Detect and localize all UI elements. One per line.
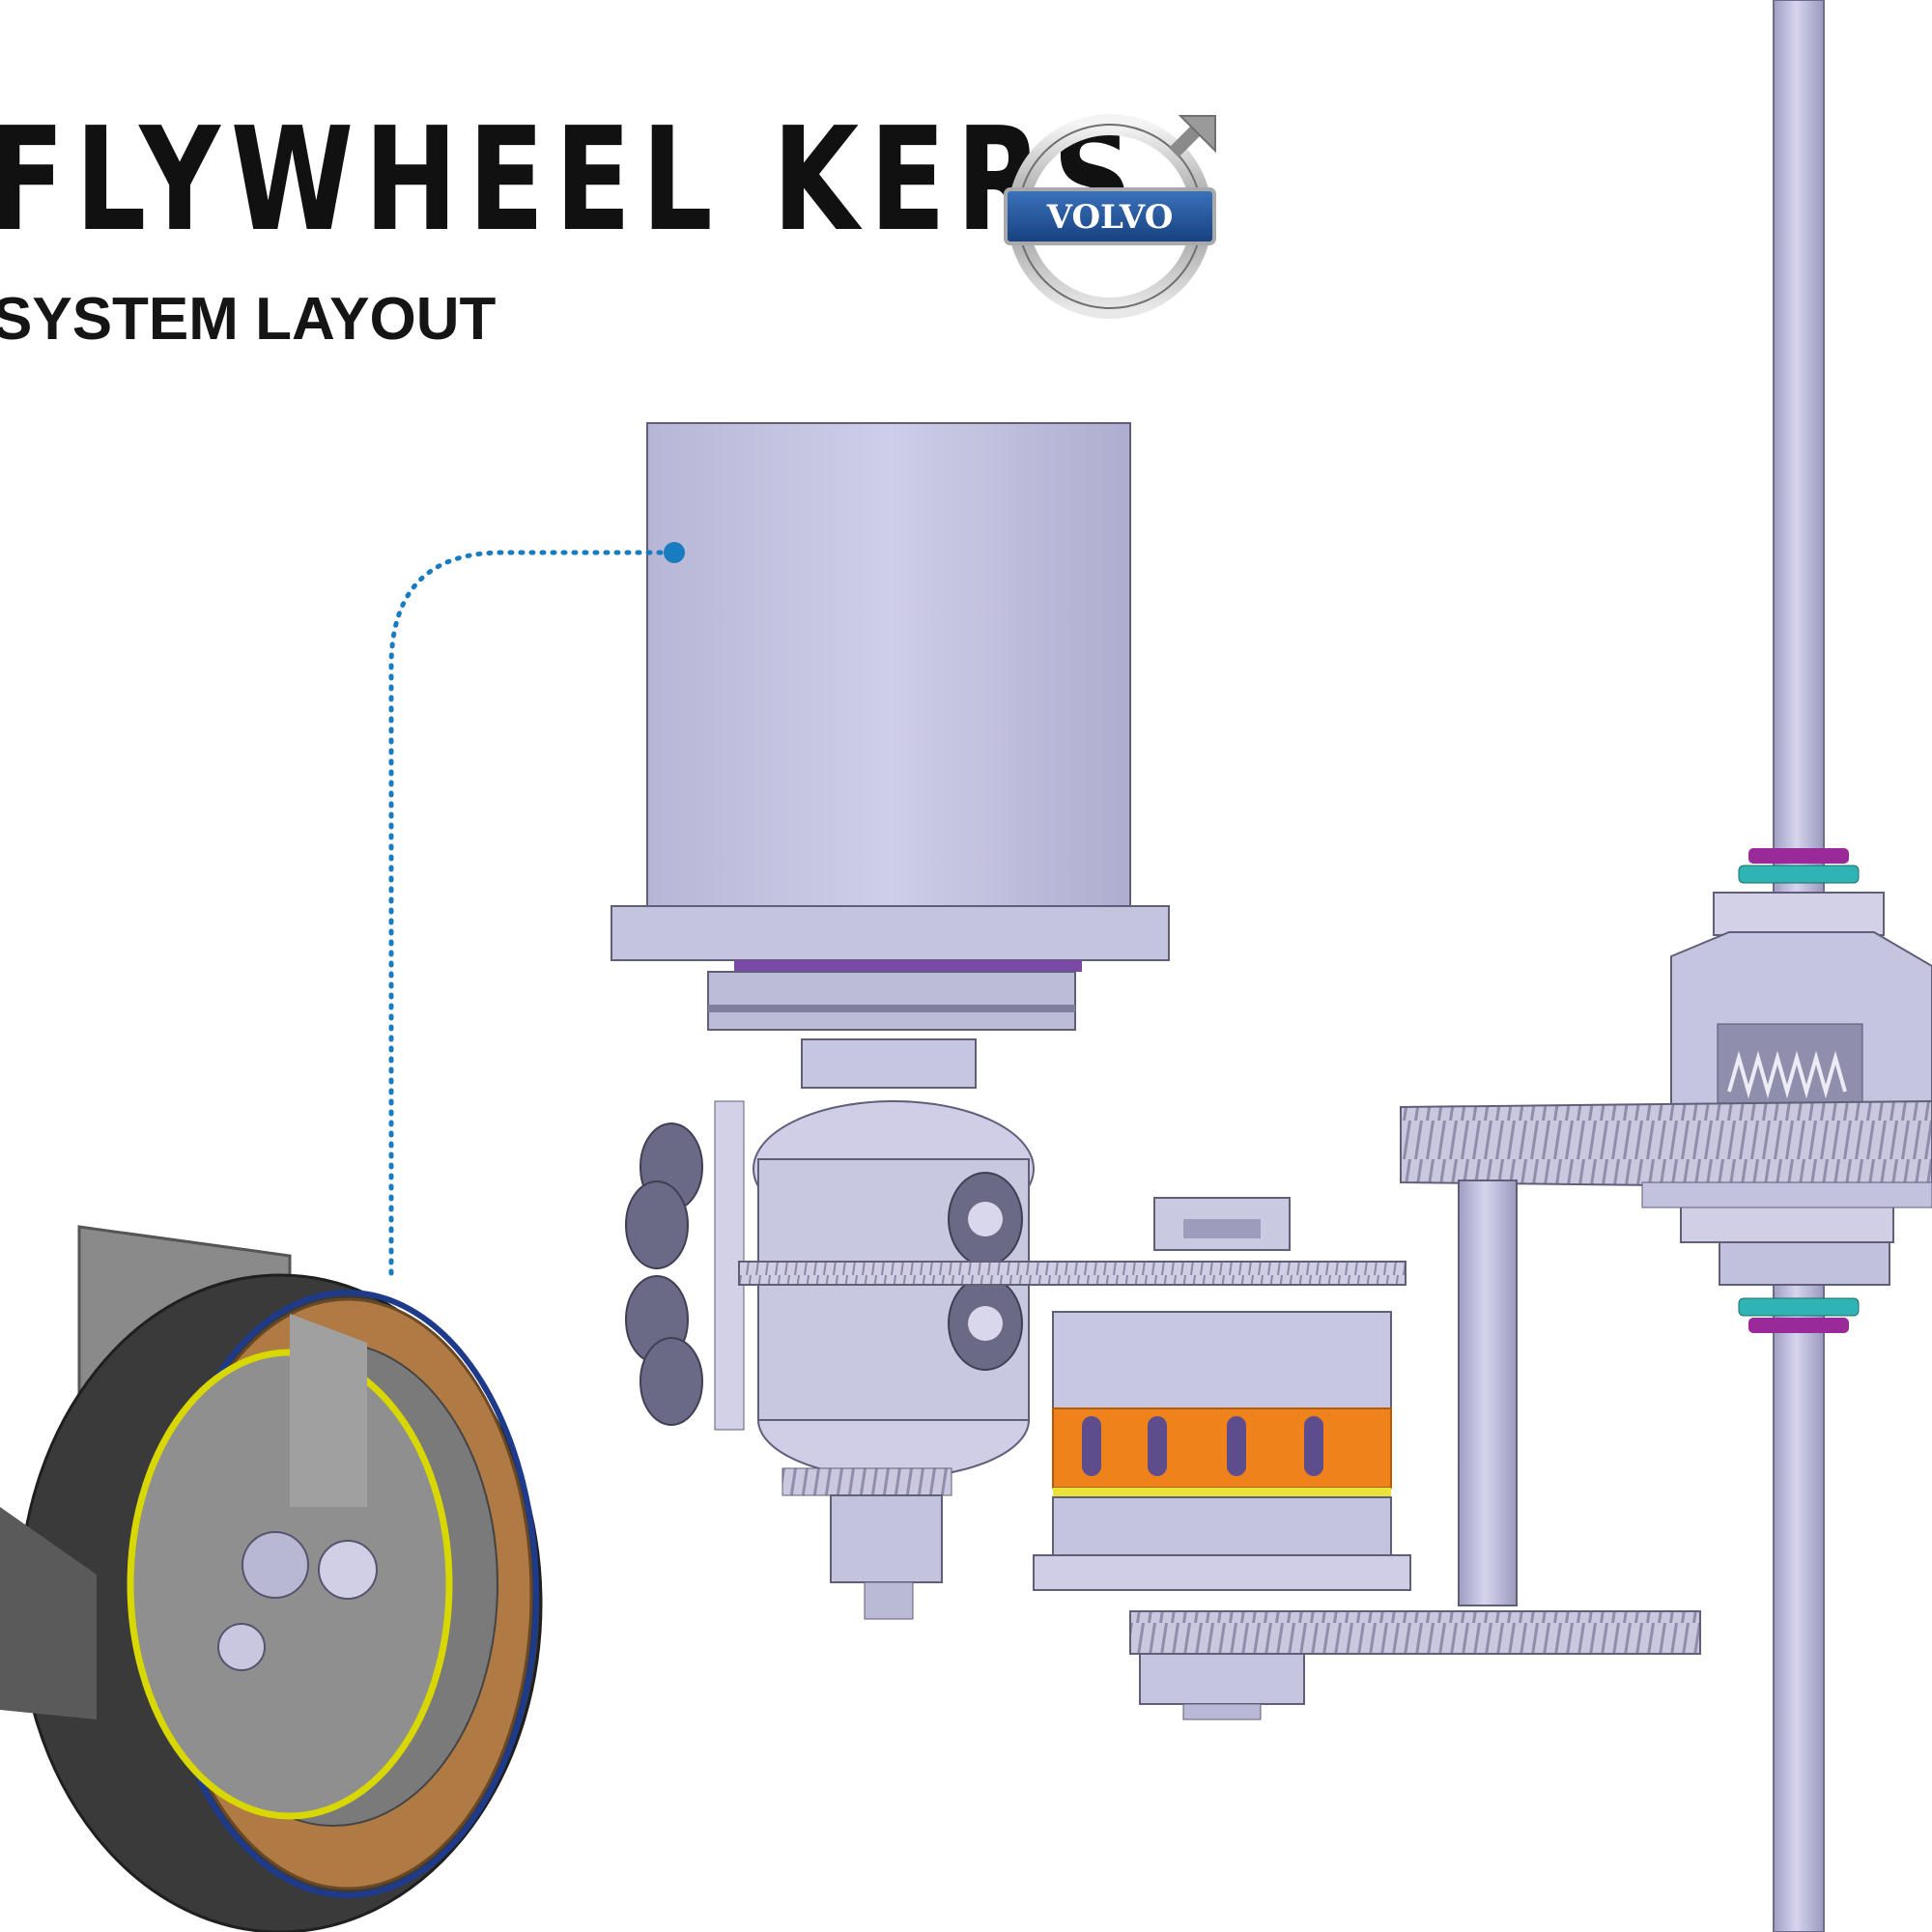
volvo-logo: VOLVO	[1004, 114, 1216, 319]
clutch-packs-left	[625, 1100, 745, 1431]
transfer-gear	[738, 1261, 1406, 1286]
page-subtitle: SYSTEM LAYOUT	[0, 286, 497, 353]
intermediate-shaft	[1458, 1179, 1518, 1606]
volvo-badge	[1004, 187, 1216, 245]
clutch-packs-right	[948, 1172, 1023, 1371]
callout-dot	[664, 542, 685, 563]
wheel-hub	[242, 1531, 309, 1599]
seal-ring-lower-purple	[1748, 1318, 1849, 1333]
seal-ring-upper-purple	[1748, 848, 1849, 864]
page-title: FLYWHEEL KERS	[0, 97, 1144, 263]
seal-ring-lower-teal	[1738, 1297, 1860, 1317]
output-gear-lower	[1129, 1610, 1701, 1720]
cvt-clutch-assembly	[625, 1038, 1035, 1620]
volvo-logo-text: VOLVO	[1046, 198, 1174, 237]
callout-leader	[388, 542, 685, 1276]
flywheel-housing	[611, 422, 1170, 1031]
cvt-output-gear	[781, 1467, 952, 1496]
motor-unit	[1033, 1197, 1411, 1591]
wheel-cutaway	[0, 1225, 543, 1932]
flywheel-seal-purple	[734, 960, 1082, 972]
differential-housing	[1670, 892, 1932, 1286]
seal-ring-upper-teal	[1738, 865, 1860, 884]
magnet-band	[1052, 1407, 1392, 1489]
ring-gear-upper	[1400, 1099, 1932, 1208]
